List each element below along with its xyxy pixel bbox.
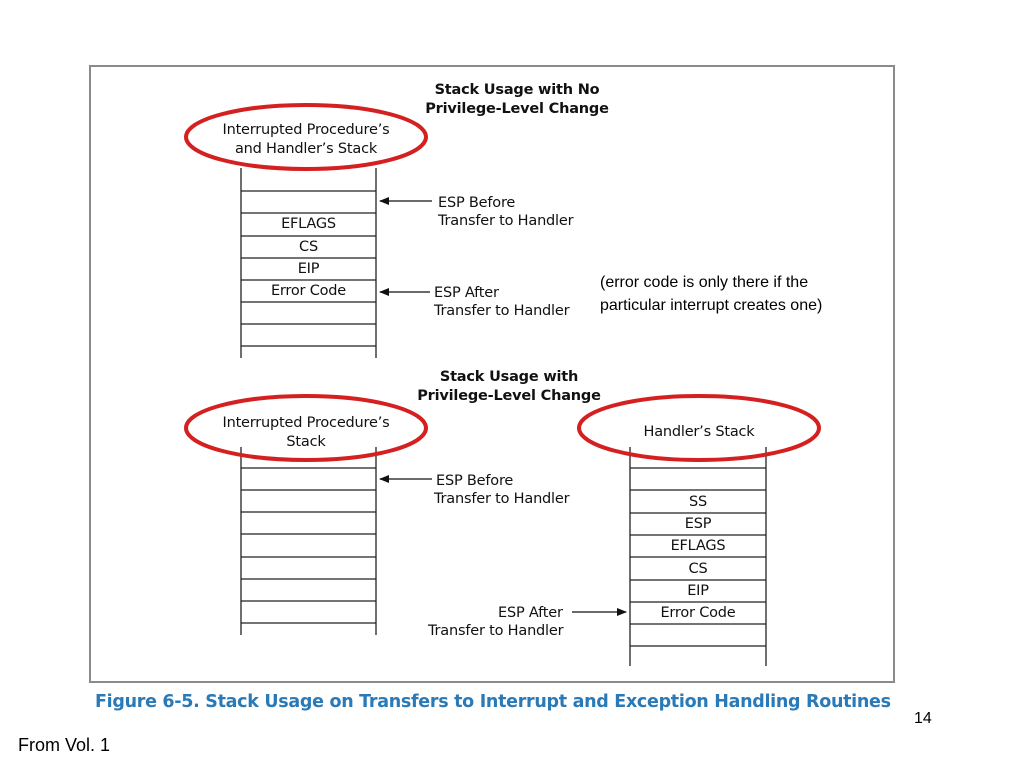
top-entry-error-code: Error Code <box>270 283 347 299</box>
top-stack <box>240 168 377 358</box>
highlight-ellipse-bottom-right <box>577 394 821 462</box>
top-esp-after-line2: Transfer to Handler <box>434 303 570 319</box>
bottom-esp-before-line2: Transfer to Handler <box>434 491 570 507</box>
bottom-right-stack <box>629 447 767 666</box>
page-number: 14 <box>914 710 932 727</box>
bottom-esp-after-line1: ESP After <box>498 605 563 621</box>
top-stack-label-line1: Interrupted Procedure’s <box>222 122 390 138</box>
bottom-entry-error-code: Error Code <box>660 605 736 621</box>
bottom-left-stack <box>240 447 377 635</box>
bottom-entry-eip: EIP <box>687 583 709 599</box>
bottom-entry-ss: SS <box>688 494 707 510</box>
bottom-entry-esp: ESP <box>684 516 712 532</box>
bottom-title-line2: Privilege-Level Change <box>417 388 601 404</box>
figure-caption: Figure 6-5. Stack Usage on Transfers to … <box>95 692 891 712</box>
bottom-left-stack-label-line1: Interrupted Procedure’s <box>222 415 390 431</box>
error-code-note-line1: (error code is only there if the <box>600 274 809 291</box>
top-entry-eip: EIP <box>297 261 320 277</box>
bottom-left-stack-label-line2: Stack <box>286 434 326 450</box>
error-code-note-line2: particular interrupt creates one) <box>600 297 823 314</box>
top-entry-cs: CS <box>299 239 318 255</box>
highlight-ellipse-top <box>184 103 428 171</box>
top-title-line1: Stack Usage with No <box>434 82 600 98</box>
bottom-esp-before-line1: ESP Before <box>436 473 514 489</box>
bottom-esp-after-line2: Transfer to Handler <box>428 623 564 639</box>
highlight-ellipse-bottom-left <box>184 394 428 462</box>
top-title-line2: Privilege-Level Change <box>425 101 609 117</box>
source-footer: From Vol. 1 <box>18 735 111 755</box>
top-esp-after-line1: ESP After <box>434 285 499 301</box>
top-esp-before-line1: ESP Before <box>438 195 516 211</box>
bottom-title-line1: Stack Usage with <box>439 369 579 385</box>
bottom-entry-cs: CS <box>688 561 708 577</box>
top-esp-before-line2: Transfer to Handler <box>438 213 574 229</box>
bottom-entry-eflags: EFLAGS <box>670 538 726 554</box>
top-entry-eflags: EFLAGS <box>281 216 336 232</box>
top-stack-label-line2: and Handler’s Stack <box>234 141 378 157</box>
bottom-right-stack-label: Handler’s Stack <box>643 424 755 440</box>
